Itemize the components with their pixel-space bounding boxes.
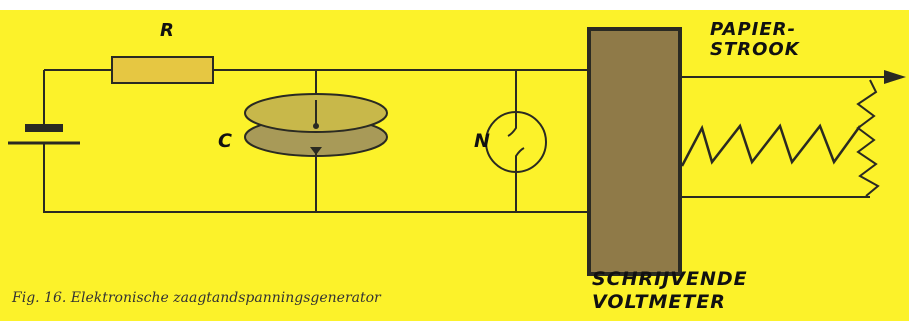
capacitor-bottom-contact — [310, 147, 322, 155]
paper-strip-label-line1: PAPIER- — [710, 19, 796, 40]
voltmeter-label-line1: SCHRIJVENDE — [592, 268, 748, 290]
figure-caption: Fig. 16. Elektronische zaagtandspannings… — [12, 290, 381, 306]
paper-strip — [680, 76, 884, 198]
capacitor-top-contact — [313, 123, 319, 129]
paper-direction-arrow — [884, 70, 906, 84]
resistor-label: R — [160, 20, 175, 41]
neon-label: N — [474, 130, 491, 152]
wire-bottom — [43, 143, 590, 213]
voltmeter-label: SCHRIJVENDE VOLTMETER — [592, 268, 748, 314]
voltmeter-label-line2: VOLTMETER — [592, 291, 726, 313]
voltmeter-block — [587, 27, 682, 276]
resistor-symbol — [111, 56, 214, 84]
paper-strip-label: PAPIER- STROOK — [710, 20, 800, 60]
paper-strip-label-line2: STROOK — [710, 39, 800, 60]
wires — [43, 69, 590, 213]
battery-symbol — [8, 124, 80, 145]
sawtooth-trace — [680, 123, 862, 167]
neon-lower-electrode — [515, 147, 525, 172]
paper-strip-torn-edge — [856, 79, 880, 197]
neon-upper-electrode — [507, 112, 517, 137]
capacitor-label: C — [218, 130, 233, 152]
